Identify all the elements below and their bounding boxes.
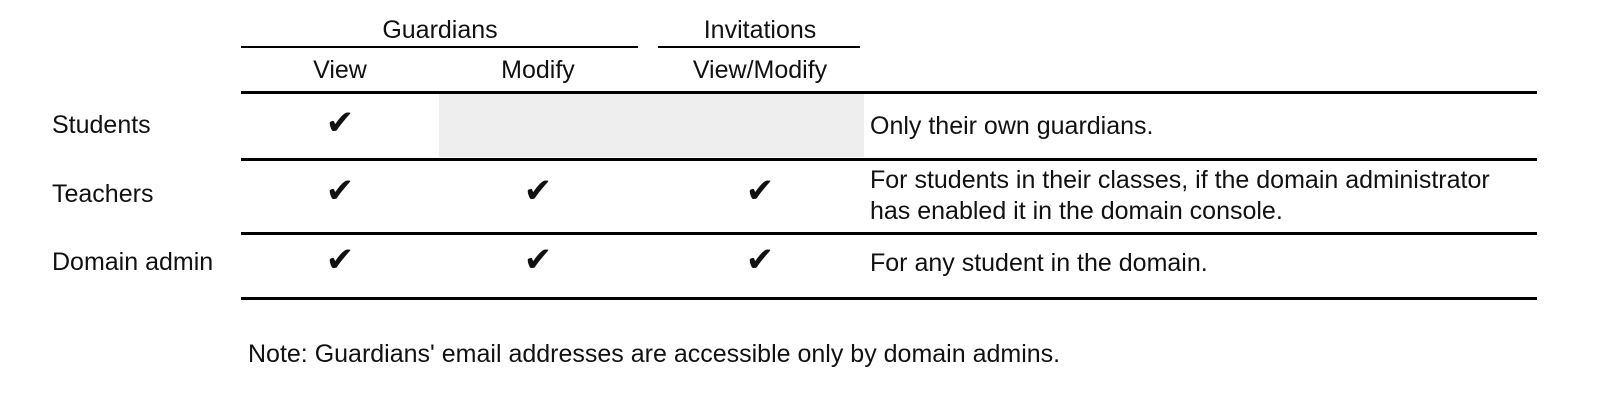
cell-domain-admin-guardians-modify-check: ✔: [523, 240, 553, 280]
column-header-view-modify: View/Modify: [692, 56, 828, 84]
table-rule-bottom: [241, 297, 1537, 300]
row-description-teachers-line2: has enabled it in the domain console.: [870, 197, 1283, 225]
column-header-modify: Modify: [501, 56, 575, 84]
group-header-guardians: Guardians: [382, 16, 498, 44]
cell-teachers-guardians-modify-check: ✔: [523, 171, 553, 211]
cell-students-guardians-view-check: ✔: [325, 103, 355, 143]
group-header-invitations: Invitations: [703, 16, 817, 44]
row-label-teachers: Teachers: [52, 180, 154, 208]
table-rule-top: [241, 91, 1537, 94]
group-rule-invitations: [658, 46, 860, 48]
table-rule-after-students: [241, 158, 1537, 161]
row-description-domain-admin: For any student in the domain.: [870, 249, 1208, 277]
row-description-students: Only their own guardians.: [870, 112, 1154, 140]
table-footnote: Note: Guardians' email addresses are acc…: [248, 340, 1061, 368]
row-description-teachers-line1: For students in their classes, if the do…: [870, 166, 1490, 194]
cell-domain-admin-guardians-view-check: ✔: [325, 240, 355, 280]
column-header-view: View: [313, 56, 367, 84]
row-label-students: Students: [52, 111, 151, 139]
row-label-domain-admin: Domain admin: [52, 248, 214, 276]
cell-teachers-invitations-viewmodify-check: ✔: [745, 171, 775, 211]
cell-domain-admin-invitations-viewmodify-check: ✔: [745, 240, 775, 280]
table-rule-after-teachers: [241, 232, 1537, 235]
group-rule-guardians: [241, 46, 638, 48]
shaded-cell-students-modify-invitations: [439, 94, 864, 157]
cell-teachers-guardians-view-check: ✔: [325, 171, 355, 211]
